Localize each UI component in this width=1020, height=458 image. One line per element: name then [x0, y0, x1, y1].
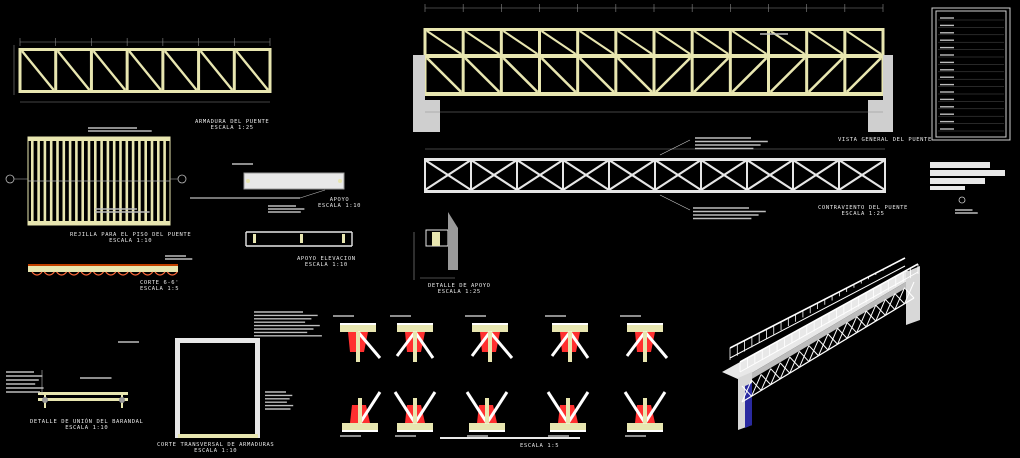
corte-transversal-drawing [118, 311, 322, 438]
escala-nodos-caption: ESCALA 1:5 [520, 443, 560, 449]
rejilla-drawing [5, 127, 187, 226]
contraviento-drawing [424, 137, 886, 220]
detalle-union-drawing [6, 370, 128, 408]
corte-drawing [28, 255, 193, 276]
title-block [930, 7, 1011, 214]
corte-caption: CORTE 6-6'ESCALA 1:5 [140, 280, 180, 292]
apoyo-drawings [190, 163, 458, 280]
vista-general-truss-drawing [413, 4, 893, 132]
node-details [333, 315, 669, 439]
vista-general-caption: VISTA GENERAL DEL PUENTE [838, 137, 932, 143]
isometric-bridge-view [722, 257, 920, 430]
armadura-truss-drawing [13, 38, 272, 103]
